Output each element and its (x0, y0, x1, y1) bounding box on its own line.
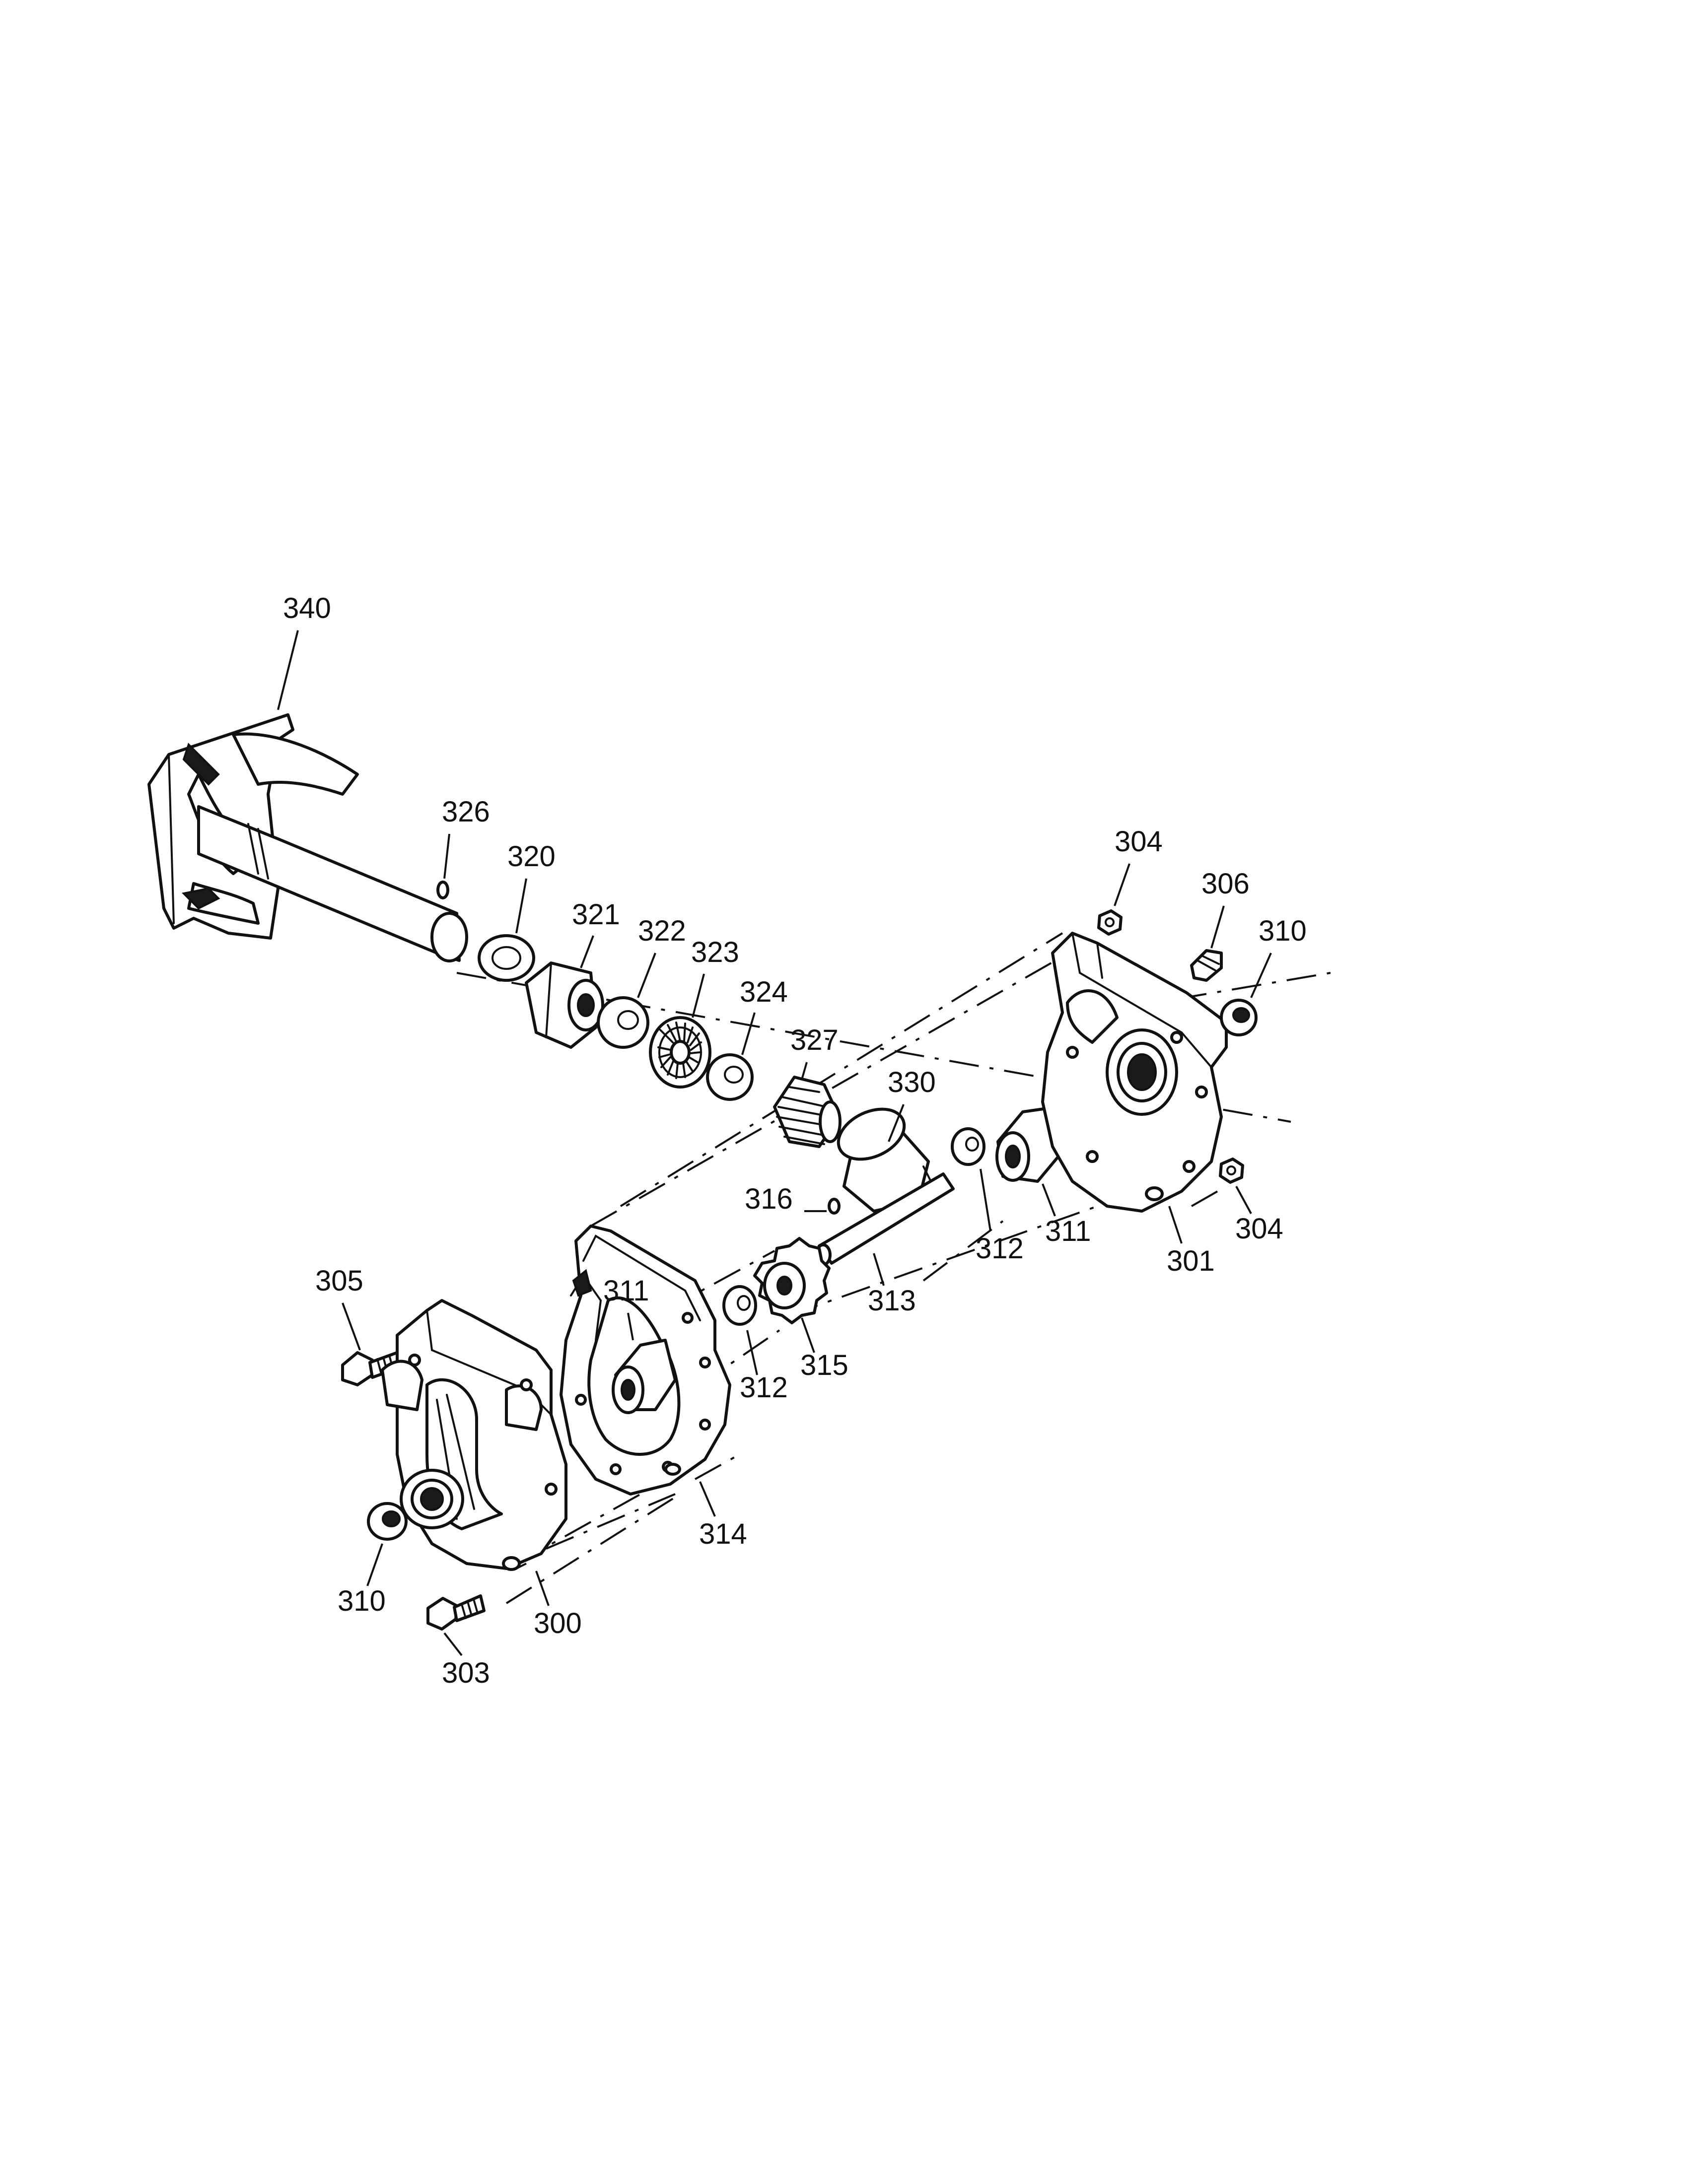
callout-310-left: 310 (338, 1585, 386, 1617)
callout-311-right: 311 (1045, 1215, 1091, 1247)
left-gear-housing: 300 (381, 1299, 582, 1639)
callout-303: 303 (442, 1657, 490, 1689)
callout-300: 300 (534, 1607, 582, 1639)
label-340: 340 (277, 592, 331, 710)
bearing-housing: 321 (525, 898, 620, 1049)
callout-340: 340 (283, 592, 331, 624)
callout-322: 322 (638, 915, 686, 947)
callout-320: 320 (507, 840, 556, 873)
thrust-bearing: 323 (649, 936, 739, 1089)
right-gear-housing: 301 (1041, 932, 1228, 1277)
callout-311-left: 311 (603, 1275, 649, 1307)
callout-312-right: 312 (976, 1232, 1024, 1265)
callout-323: 323 (691, 936, 739, 968)
callout-326: 326 (442, 796, 490, 828)
callout-314: 314 (699, 1518, 747, 1550)
bolt-303: 303 (426, 1594, 490, 1689)
hex-nut-bottom: 304 (1219, 1158, 1283, 1245)
bushing-left: 311 (603, 1275, 677, 1414)
callout-306: 306 (1201, 868, 1250, 900)
flat-washer-322: 322 (597, 915, 686, 1049)
bolt-305: 305 (315, 1265, 401, 1386)
callout-305: 305 (315, 1265, 363, 1297)
spacer-washer-right: 312 (951, 1127, 1024, 1265)
callout-304-top: 304 (1115, 825, 1163, 858)
callout-313: 313 (868, 1285, 916, 1317)
spacer-washer-left: 312 (722, 1285, 788, 1404)
callout-321: 321 (572, 898, 620, 931)
callout-301: 301 (1167, 1245, 1215, 1277)
callout-304-bottom: 304 (1235, 1213, 1283, 1245)
auger-impeller (147, 713, 468, 962)
callout-316: 316 (745, 1183, 793, 1215)
callout-312-left: 312 (740, 1371, 788, 1404)
hex-nut-top: 304 (1097, 825, 1163, 936)
flat-washer-324: 324 (706, 976, 788, 1101)
shaft-key: 326 (436, 796, 490, 899)
spur-gear: 315 (753, 1237, 848, 1381)
callout-324: 324 (740, 976, 788, 1008)
callout-310-right: 310 (1259, 915, 1307, 947)
grease-fitting: 306 (1190, 868, 1250, 982)
thrust-washer: 320 (478, 840, 556, 982)
worm-sleeve: 330 (837, 1066, 936, 1213)
flange-bearing-left: 310 (338, 1502, 408, 1617)
flange-bearing-right: 310 (1220, 915, 1307, 1036)
callout-315: 315 (800, 1349, 848, 1381)
callout-330: 330 (888, 1066, 936, 1098)
worm-gear: 327 (773, 1024, 842, 1148)
callout-327: 327 (790, 1024, 839, 1056)
gear-key: 316 (745, 1183, 841, 1215)
